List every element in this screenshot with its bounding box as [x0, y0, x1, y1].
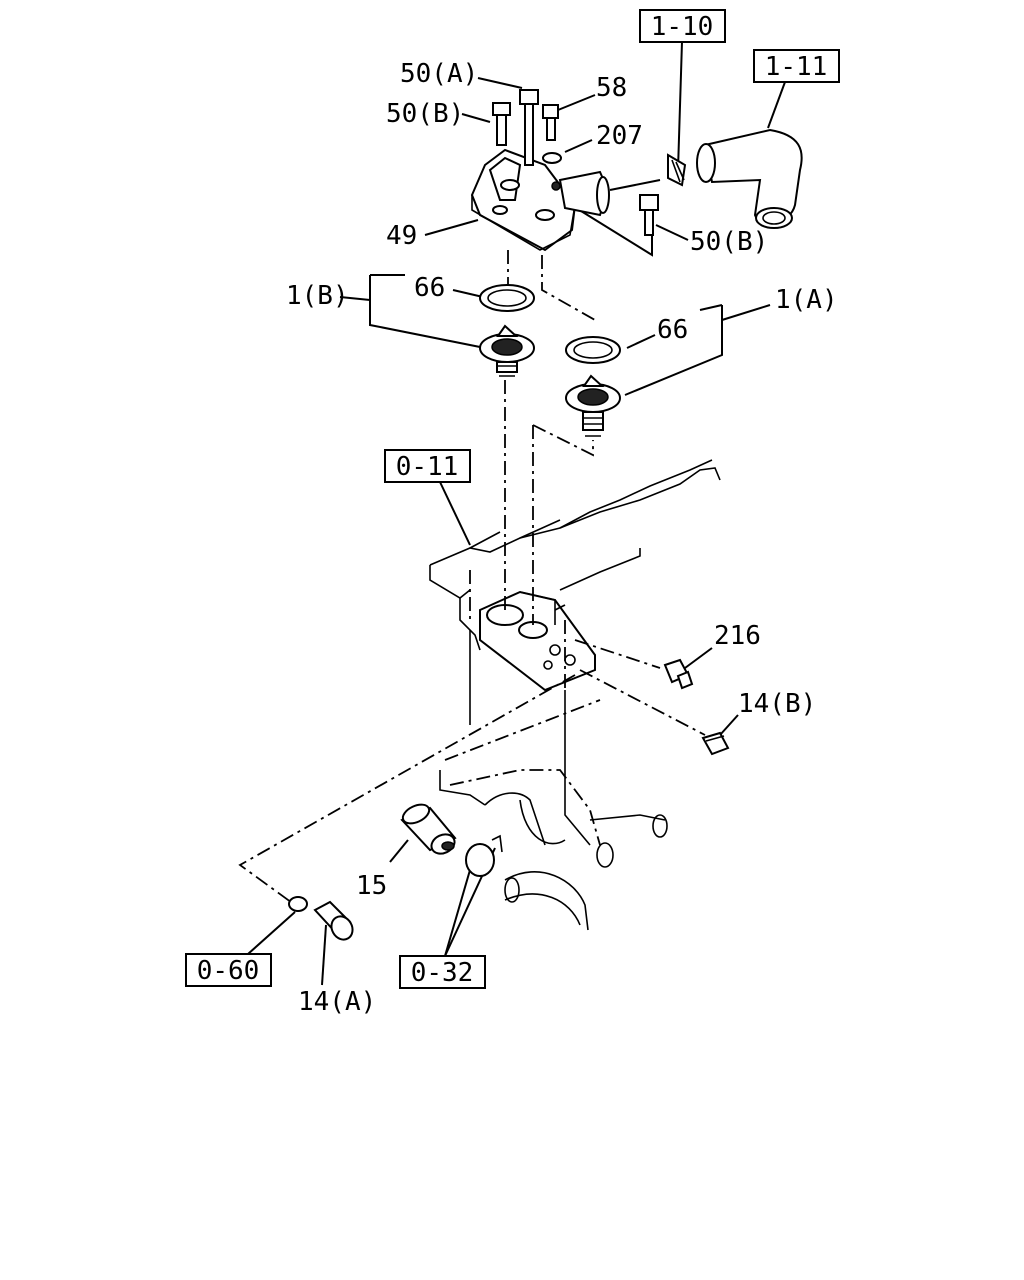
washer-207[interactable]: [542, 152, 562, 164]
callout-15: 15: [356, 871, 387, 901]
bolt-58[interactable]: [542, 104, 559, 141]
callout-14b: 14(B): [738, 689, 816, 719]
callout-49: 49: [386, 221, 417, 251]
gasket-66-right[interactable]: [565, 336, 621, 364]
washer-0-60[interactable]: [288, 896, 308, 912]
bolt-50b-top[interactable]: [492, 102, 511, 146]
callout-216: 216: [714, 621, 761, 651]
callout-66-left: 66: [414, 273, 445, 303]
thermostat-cover[interactable]: [470, 148, 610, 252]
ref-box-0-11[interactable]: 0-11: [384, 449, 471, 483]
sleeve-15[interactable]: [400, 801, 458, 857]
ref-box-0-60[interactable]: 0-60: [185, 953, 272, 987]
thermostat-1a[interactable]: [565, 374, 621, 437]
ref-box-1-10[interactable]: 1-10: [639, 9, 726, 43]
ref-label: 1-10: [651, 12, 714, 42]
ref-box-0-32[interactable]: 0-32: [399, 955, 486, 989]
thermostat-1b[interactable]: [479, 324, 535, 377]
ref-label: 0-11: [396, 452, 459, 482]
callout-66-right: 66: [657, 315, 688, 345]
ref-box-1-11[interactable]: 1-11: [753, 49, 840, 83]
callout-1b: 1(B): [286, 281, 349, 311]
engine-block: [429, 459, 721, 931]
callout-14a: 14(A): [298, 987, 376, 1017]
plug-14b[interactable]: [701, 731, 730, 756]
bolt-50b-right[interactable]: [639, 194, 659, 236]
plug-216[interactable]: [663, 658, 694, 690]
alignment-lines: [238, 250, 706, 906]
callout-50a: 50(A): [400, 59, 478, 89]
ref-label: 0-32: [411, 958, 474, 988]
bolt-50a[interactable]: [519, 89, 539, 166]
ref-label: 1-11: [765, 52, 828, 82]
radiator-hose[interactable]: [696, 128, 803, 229]
callout-1a: 1(A): [775, 285, 838, 315]
plug-14a[interactable]: [313, 900, 357, 943]
callout-58: 58: [596, 73, 627, 103]
callout-50b-right: 50(B): [690, 227, 768, 257]
gasket-66-left[interactable]: [479, 284, 535, 312]
ref-label: 0-60: [197, 956, 260, 986]
hose-clamp[interactable]: [667, 153, 687, 187]
callout-50b-top: 50(B): [386, 99, 464, 129]
callout-207: 207: [596, 121, 643, 151]
clamp-0-32[interactable]: [465, 834, 503, 877]
leader-lines: [247, 41, 786, 986]
